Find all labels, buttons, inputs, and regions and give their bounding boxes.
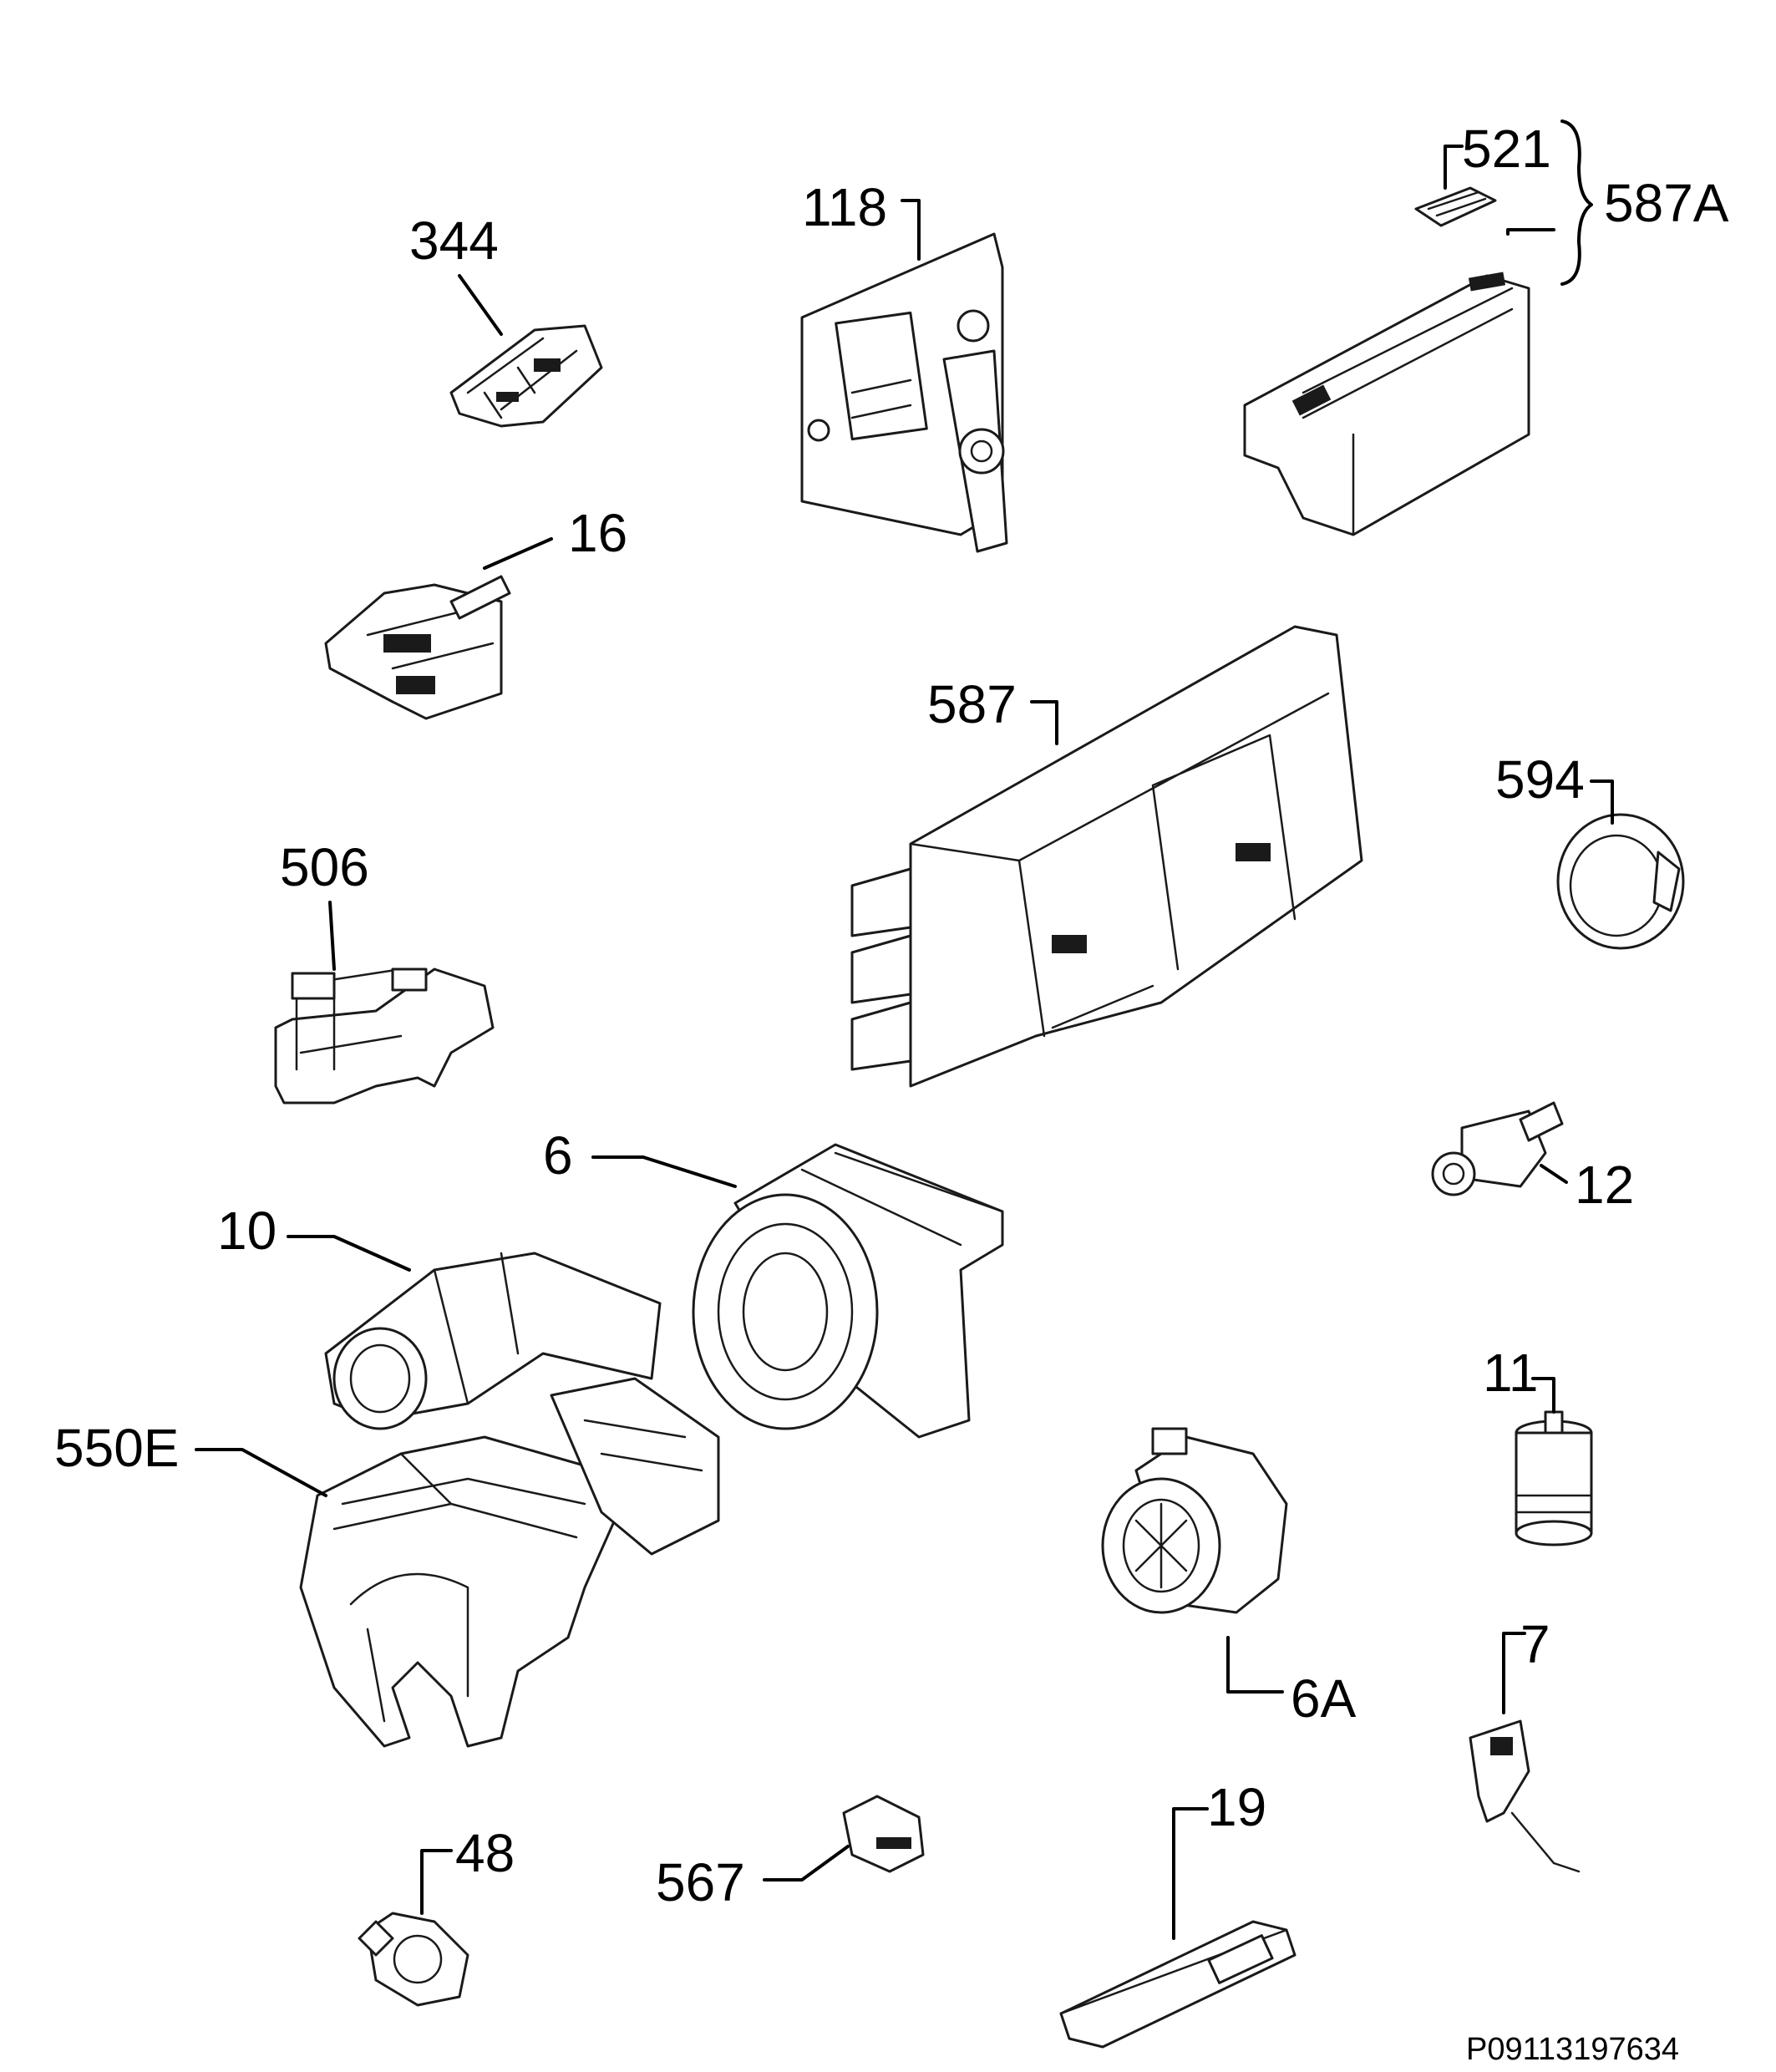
leader-521 [1444,145,1464,190]
part-16-door-lock[interactable] [324,575,511,720]
part-19-sensor-bar[interactable] [1059,1920,1296,2049]
leader-7 [1502,1632,1526,1714]
part-10-hose-duct[interactable] [324,1252,662,1430]
callout-19: 19 [1207,1777,1266,1837]
callout-12: 12 [1575,1155,1634,1215]
leader-118 [901,199,921,261]
callout-567: 567 [656,1852,745,1912]
leader-16 [483,537,553,570]
leader-10 [287,1235,411,1272]
callout-11: 11 [1483,1343,1538,1403]
callout-521: 521 [1462,119,1551,179]
leader-12 [1540,1164,1568,1184]
reference-code: P09113197634 [1466,2032,1679,2067]
callout-10: 10 [217,1201,277,1261]
part-521-connector[interactable] [1414,186,1497,227]
callout-594: 594 [1495,749,1585,810]
part-567-connector-block[interactable] [842,1795,925,1873]
leader-48 [420,1849,453,1915]
leader-594 [1590,780,1614,825]
part-118-detergent-dispenser[interactable] [800,232,1008,553]
leader-587A [1506,228,1555,236]
part-6A-drain-pump[interactable] [1101,1427,1288,1614]
leader-6 [591,1155,737,1188]
part-587-main-electronic-board[interactable] [850,625,1363,1088]
callout-587A: 587A [1604,173,1729,233]
leader-11 [1531,1377,1555,1414]
callout-48: 48 [455,1823,515,1883]
part-550E-sump-assembly[interactable] [299,1377,720,1748]
part-7-heater-relay[interactable] [1469,1719,1581,1873]
part-344-switch[interactable] [449,324,603,428]
part-506-bracket[interactable] [274,967,495,1105]
leader-550E [195,1448,327,1497]
callout-6A: 6A [1291,1668,1357,1729]
callout-7: 7 [1520,1614,1550,1674]
part-594-sensor-ring[interactable] [1556,813,1685,950]
callout-550E: 550E [54,1418,179,1478]
part-11-capacitor[interactable] [1515,1410,1593,1546]
leader-6A [1226,1636,1284,1694]
leader-506 [328,901,336,971]
callout-16: 16 [568,503,627,563]
callout-587: 587 [927,674,1017,734]
callout-6: 6 [543,1125,573,1186]
leader-19 [1172,1807,1209,1940]
leader-344 [458,274,503,336]
part-587A-control-module[interactable] [1243,272,1530,536]
brace-587A [1560,119,1593,286]
part-6-circulation-pump-motor[interactable] [692,1143,1004,1439]
callout-344: 344 [409,211,499,271]
callout-118: 118 [802,177,887,237]
part-48-pressure-switch[interactable] [358,1912,469,2007]
leader-587 [1030,700,1058,745]
part-12-sensor[interactable] [1431,1101,1564,1196]
leader-567 [763,1845,850,1882]
callout-506: 506 [280,837,369,897]
